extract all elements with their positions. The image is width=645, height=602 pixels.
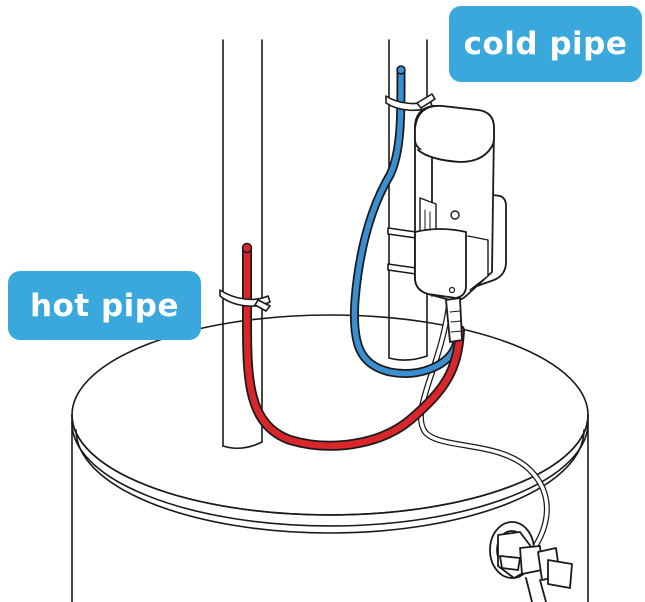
cable-tie-cold [385, 93, 436, 112]
cold-pipe-label: cold pipe [449, 6, 642, 82]
drain-valve [489, 521, 573, 602]
mount-tie-lower [387, 263, 417, 275]
hot-pipe [222, 39, 263, 450]
cold-pipe [388, 39, 428, 361]
sensor-cable [417, 302, 550, 548]
sensor-device [414, 104, 507, 343]
cold-wire [349, 65, 461, 378]
cable-tie-hot [219, 289, 271, 312]
mount-tie-upper [387, 227, 417, 239]
hot-pipe-label: hot pipe [8, 271, 201, 340]
water-heater-tank [71, 314, 589, 602]
hot-wire [241, 242, 465, 451]
